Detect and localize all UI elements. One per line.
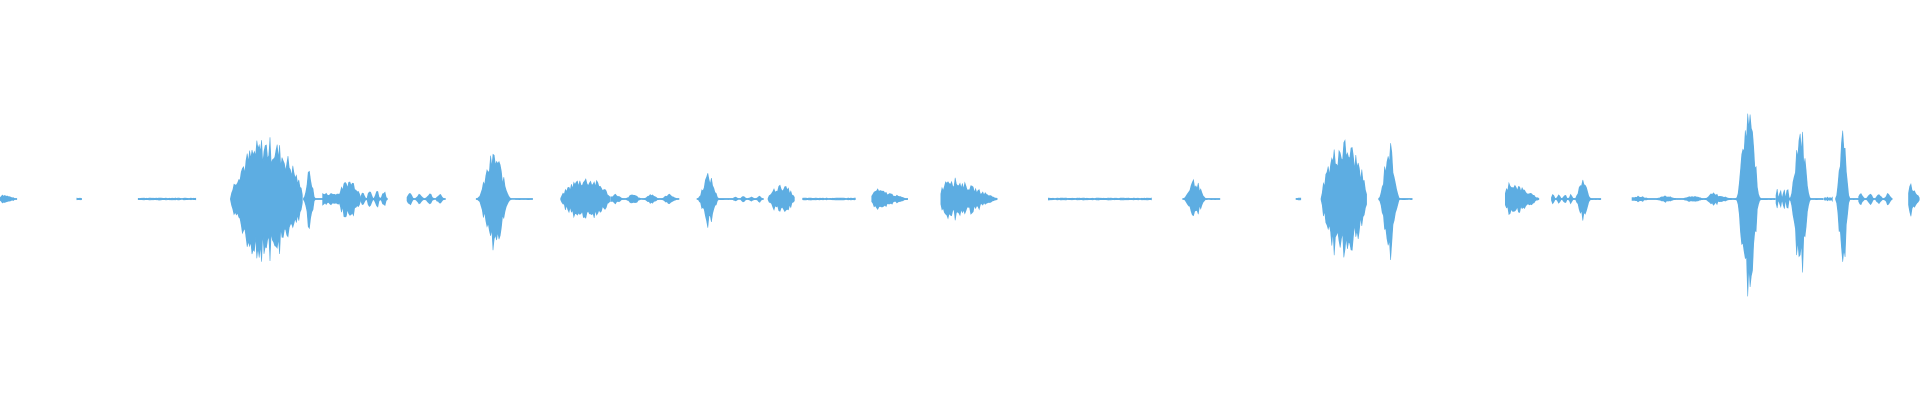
waveform-segment	[871, 188, 909, 210]
waveform-segment	[1789, 131, 1824, 273]
waveform-segment	[475, 153, 533, 251]
waveform-segment	[1378, 143, 1413, 261]
waveform-segment	[1835, 130, 1859, 262]
waveform-segment	[1775, 189, 1790, 209]
waveform-segment	[0, 194, 18, 204]
waveform-segment	[733, 195, 764, 203]
waveform-segment	[76, 197, 82, 201]
waveform-segment	[1823, 196, 1833, 202]
waveform-segment	[560, 178, 611, 219]
waveform-segment	[137, 197, 197, 201]
waveform-segments	[0, 113, 1920, 297]
waveform-segment	[1704, 192, 1732, 206]
waveform-segment	[1505, 181, 1540, 216]
waveform-segment	[1631, 195, 1736, 203]
waveform-segment	[1295, 197, 1302, 201]
waveform-segment	[1182, 178, 1221, 217]
waveform-segment	[360, 191, 388, 208]
waveform-segment	[802, 197, 856, 201]
waveform-segment	[1048, 197, 1152, 201]
waveform-segment	[337, 181, 362, 218]
waveform-segment	[230, 137, 303, 262]
waveform-segment	[1551, 193, 1575, 205]
waveform-segment	[1858, 192, 1893, 206]
waveform-segment	[696, 173, 734, 228]
waveform-segment	[610, 193, 680, 205]
waveform-segment	[767, 184, 795, 213]
waveform-segment	[1320, 139, 1367, 258]
waveform-segment	[1574, 179, 1602, 221]
waveform-segment	[406, 193, 446, 206]
waveform-segment	[1908, 182, 1920, 217]
waveform-segment	[303, 170, 323, 230]
waveform-segment	[1735, 113, 1776, 297]
waveform-segment	[940, 177, 998, 221]
